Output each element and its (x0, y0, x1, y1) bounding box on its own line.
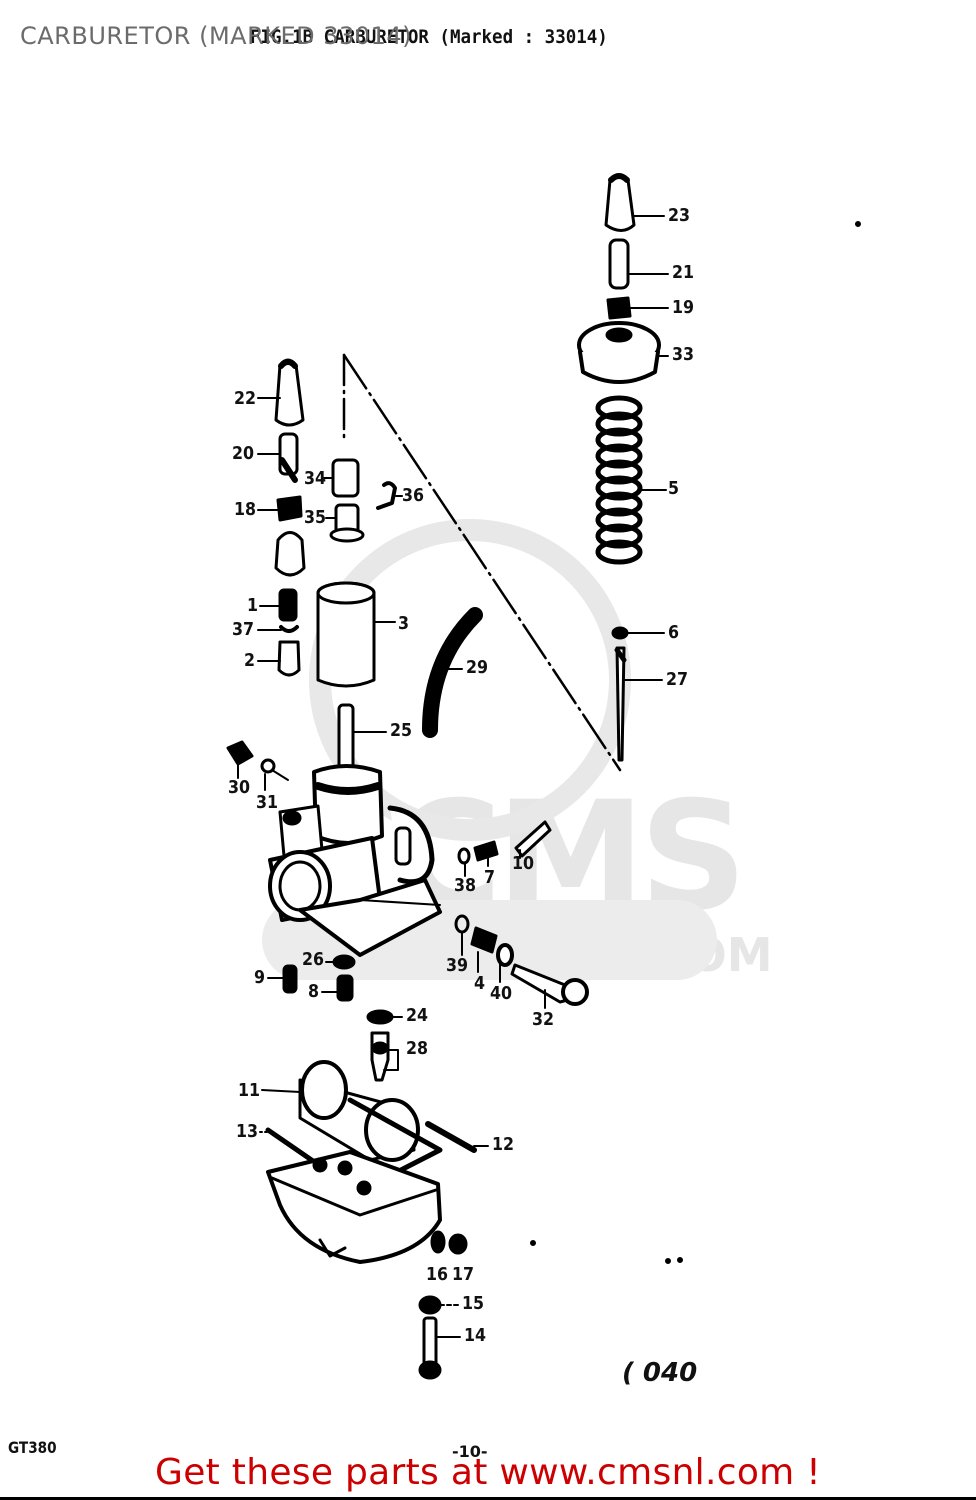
callout-6[interactable]: 6 (668, 622, 680, 643)
callout-9[interactable]: 9 (254, 967, 266, 988)
callout-27[interactable]: 27 (666, 669, 689, 690)
callout-10[interactable]: 10 (512, 853, 535, 874)
callout-33[interactable]: 33 (672, 344, 695, 365)
callout-16[interactable]: 16 (426, 1264, 449, 1285)
callout-39[interactable]: 39 (446, 955, 469, 976)
callout-31[interactable]: 31 (256, 792, 279, 813)
callout-38[interactable]: 38 (454, 875, 477, 896)
callout-29[interactable]: 29 (466, 657, 489, 678)
callout-12[interactable]: 12 (492, 1134, 515, 1155)
callout-28[interactable]: 28 (406, 1038, 429, 1059)
bottom-border (0, 1497, 976, 1500)
callout-30[interactable]: 30 (228, 777, 251, 798)
callout-20[interactable]: 20 (232, 443, 255, 464)
callout-32[interactable]: 32 (532, 1009, 555, 1030)
callout-17[interactable]: 17 (452, 1264, 475, 1285)
model-label: GT380 (8, 1438, 57, 1457)
page-number: -10- (452, 1442, 488, 1461)
callout-11[interactable]: 11 (238, 1080, 261, 1101)
callout-15[interactable]: 15 (462, 1293, 485, 1314)
callout-3[interactable]: 3 (398, 613, 410, 634)
callout-4[interactable]: 4 (474, 973, 486, 994)
callout-8[interactable]: 8 (308, 981, 320, 1002)
callout-40[interactable]: 40 (490, 983, 513, 1004)
callout-2[interactable]: 2 (244, 650, 256, 671)
callout-26[interactable]: 26 (302, 949, 325, 970)
callout-21[interactable]: 21 (672, 262, 695, 283)
callout-1[interactable]: 1 (247, 595, 259, 616)
callout-7[interactable]: 7 (484, 867, 496, 888)
callout-19[interactable]: 19 (672, 297, 695, 318)
callout-22[interactable]: 22 (234, 388, 257, 409)
page-title: CARBURETOR (MARKED 33014) (20, 22, 412, 50)
callout-24[interactable]: 24 (406, 1005, 429, 1026)
diagram-code: ( 040 (622, 1358, 698, 1388)
callout-13[interactable]: 13 (236, 1121, 259, 1142)
promo-banner-link[interactable]: Get these parts at www.cmsnl.com ! (155, 1452, 821, 1493)
callout-14[interactable]: 14 (464, 1325, 487, 1346)
callout-25[interactable]: 25 (390, 720, 413, 741)
callout-36[interactable]: 36 (402, 485, 425, 506)
callout-35[interactable]: 35 (304, 507, 327, 528)
callout-23[interactable]: 23 (668, 205, 691, 226)
figure-title: FIG.1B CARBURETOR (Marked : 33014) (250, 26, 608, 48)
callout-37[interactable]: 37 (232, 619, 255, 640)
callout-5[interactable]: 5 (668, 478, 680, 499)
callout-18[interactable]: 18 (234, 499, 257, 520)
callout-34[interactable]: 34 (304, 468, 327, 489)
